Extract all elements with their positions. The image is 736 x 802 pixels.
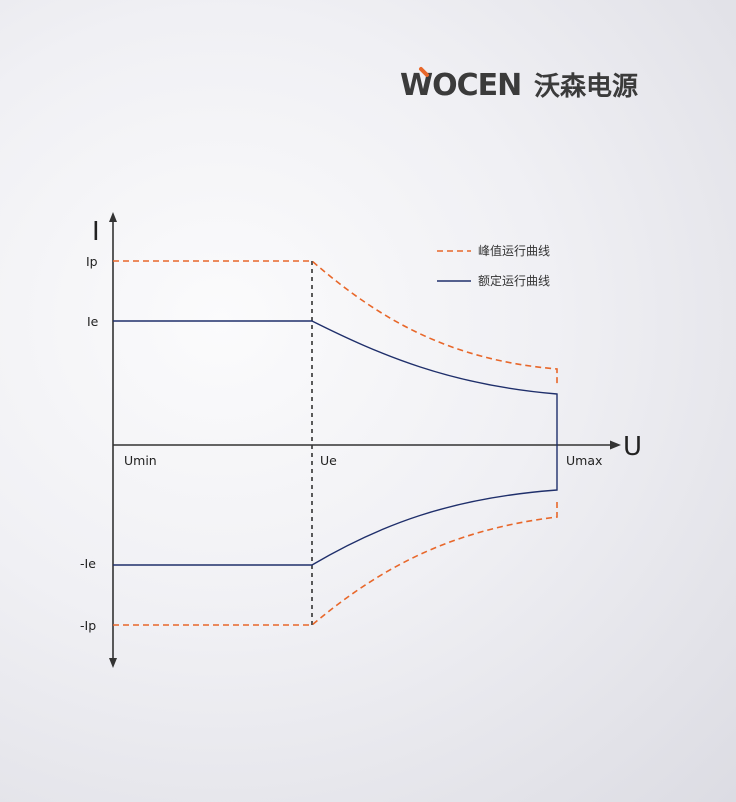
peak-curve-upper [113, 260, 558, 387]
x-tick-labels: Umin Ue Umax [124, 453, 602, 468]
peak-curve [113, 260, 558, 626]
tick-label-neg-ip: -Ip [80, 618, 96, 633]
brand-accent-mark [419, 67, 429, 77]
x-axis-label: U [623, 432, 642, 462]
y-axis-arrow-up [109, 212, 117, 222]
y-tick-labels: Ip Ie -Ie -Ip [80, 254, 99, 633]
legend-rated-label: 额定运行曲线 [478, 273, 550, 288]
tick-label-neg-ie: -Ie [80, 556, 96, 571]
brand-logo: WOCEN 沃森电源 [400, 67, 638, 103]
tick-label-ip: Ip [86, 254, 98, 269]
y-axis-label: I [92, 217, 100, 247]
rated-curve-envelope [113, 320, 558, 566]
tick-label-ue: Ue [320, 453, 337, 468]
tick-label-umin: Umin [124, 453, 157, 468]
rated-curve [113, 320, 558, 566]
x-axis-arrow [610, 440, 621, 450]
y-axis-arrow-down [109, 658, 117, 668]
legend: 峰值运行曲线 额定运行曲线 [437, 243, 550, 288]
brand-cjk-text: 沃森电源 [534, 72, 638, 102]
axes: I U [92, 212, 642, 668]
brand-latin-text: WOCEN [400, 68, 521, 103]
tick-label-umax: Umax [566, 453, 602, 468]
tick-label-ie: Ie [87, 314, 99, 329]
peak-curve-lower [113, 500, 558, 626]
legend-peak-label: 峰值运行曲线 [478, 243, 550, 258]
